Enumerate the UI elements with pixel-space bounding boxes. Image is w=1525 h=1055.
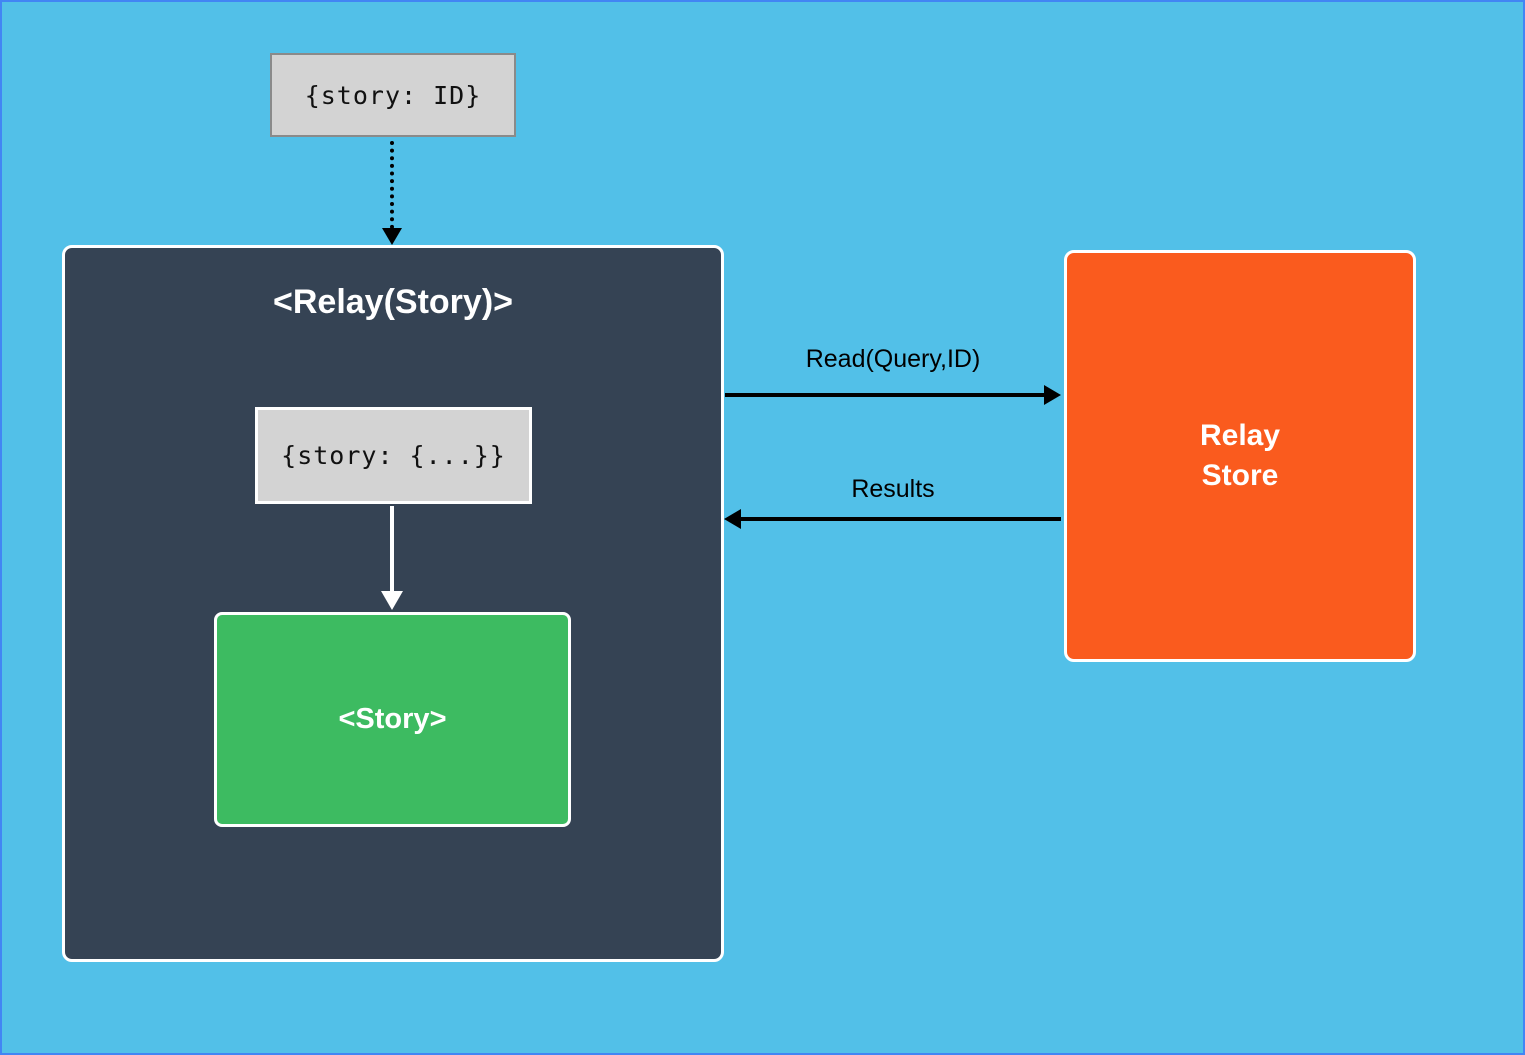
results-arrowhead-icon (724, 509, 741, 529)
props-to-story-arrowhead-icon (381, 591, 403, 610)
input-to-relay-arrowhead-icon (382, 228, 402, 245)
read-arrow-line (725, 393, 1047, 397)
results-arrow-line (740, 517, 1061, 521)
relay-store-label-line2: Store (1201, 459, 1279, 492)
relay-store-label-line1: Relay (1199, 419, 1281, 452)
props-to-story-arrow-line (390, 506, 394, 598)
relay-component-container: <Relay(Story)> {story: {...}} <Story> (62, 245, 724, 962)
story-component-label: <Story> (338, 703, 447, 735)
query-input-box: {story: ID} (270, 53, 516, 137)
relay-component-title: <Relay(Story)> (273, 283, 513, 321)
props-label: {story: {...}} (281, 441, 506, 470)
props-box: {story: {...}} (255, 407, 532, 504)
read-edge-label: Read(Query,ID) (805, 345, 981, 373)
results-edge-label: Results (851, 475, 935, 503)
story-component-box: <Story> (214, 612, 571, 827)
query-input-label: {story: ID} (304, 80, 482, 110)
read-arrowhead-icon (1044, 385, 1061, 405)
input-to-relay-arrow-line (390, 141, 394, 229)
relay-store-box: Relay Store (1064, 250, 1416, 662)
